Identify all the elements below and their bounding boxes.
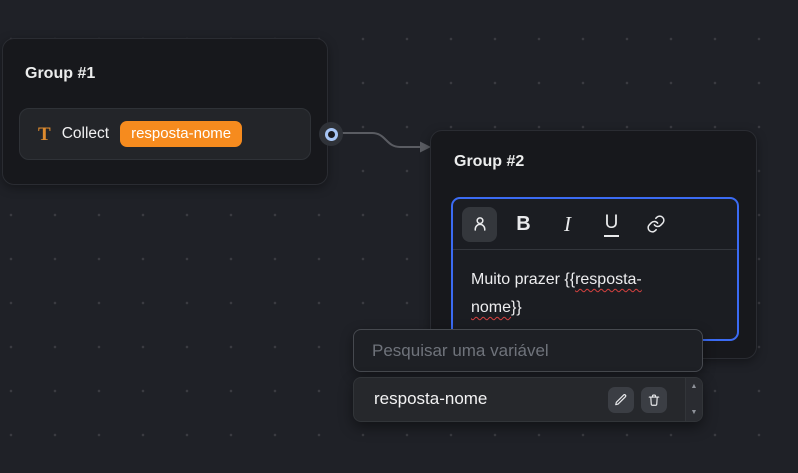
message-variable: resposta-nome: [471, 271, 642, 316]
scroll-up-icon[interactable]: ▲: [690, 383, 698, 390]
group-1-card[interactable]: Group #1 T Collect resposta-nome: [2, 38, 328, 185]
output-port-ring: [324, 127, 338, 141]
italic-glyph: I: [564, 211, 571, 236]
underline-button[interactable]: U: [594, 207, 629, 242]
message-suffix: }}: [511, 299, 522, 316]
variable-search-input[interactable]: [353, 329, 703, 372]
message-text[interactable]: Muito prazer {{resposta-nome}}: [453, 250, 703, 322]
message-prefix: Muito prazer {{: [471, 271, 576, 288]
pencil-icon: [615, 394, 627, 406]
group-2-title: Group #2: [454, 153, 525, 170]
variable-list: resposta-nome ▲ ▼: [353, 377, 703, 422]
edit-variable-button[interactable]: [608, 387, 634, 413]
editor-toolbar: B I U: [453, 199, 737, 250]
scroll-down-icon[interactable]: ▼: [690, 409, 698, 416]
variable-badge: resposta-nome: [120, 121, 243, 147]
link-button[interactable]: [638, 207, 673, 242]
output-port[interactable]: [319, 122, 343, 146]
bold-button[interactable]: B: [506, 207, 541, 242]
bold-glyph: B: [516, 212, 531, 235]
italic-button[interactable]: I: [550, 207, 585, 242]
text-input-icon: T: [38, 123, 51, 145]
list-scrollbar[interactable]: ▲ ▼: [685, 378, 702, 421]
group-2-card[interactable]: Group #2 B I U: [430, 130, 757, 359]
trash-icon: [648, 394, 660, 406]
group-1-title: Group #1: [25, 65, 96, 82]
variable-list-item[interactable]: resposta-nome: [374, 389, 488, 408]
link-icon: [646, 215, 665, 233]
rich-text-editor[interactable]: B I U Muito prazer {{resposta-nome}}: [451, 197, 739, 341]
delete-variable-button[interactable]: [641, 387, 667, 413]
collect-input-block[interactable]: T Collect resposta-nome: [19, 108, 311, 160]
user-icon: [474, 217, 485, 231]
collect-label: Collect: [61, 125, 110, 142]
insert-variable-button[interactable]: [462, 206, 497, 242]
underline-glyph: U: [603, 212, 620, 237]
